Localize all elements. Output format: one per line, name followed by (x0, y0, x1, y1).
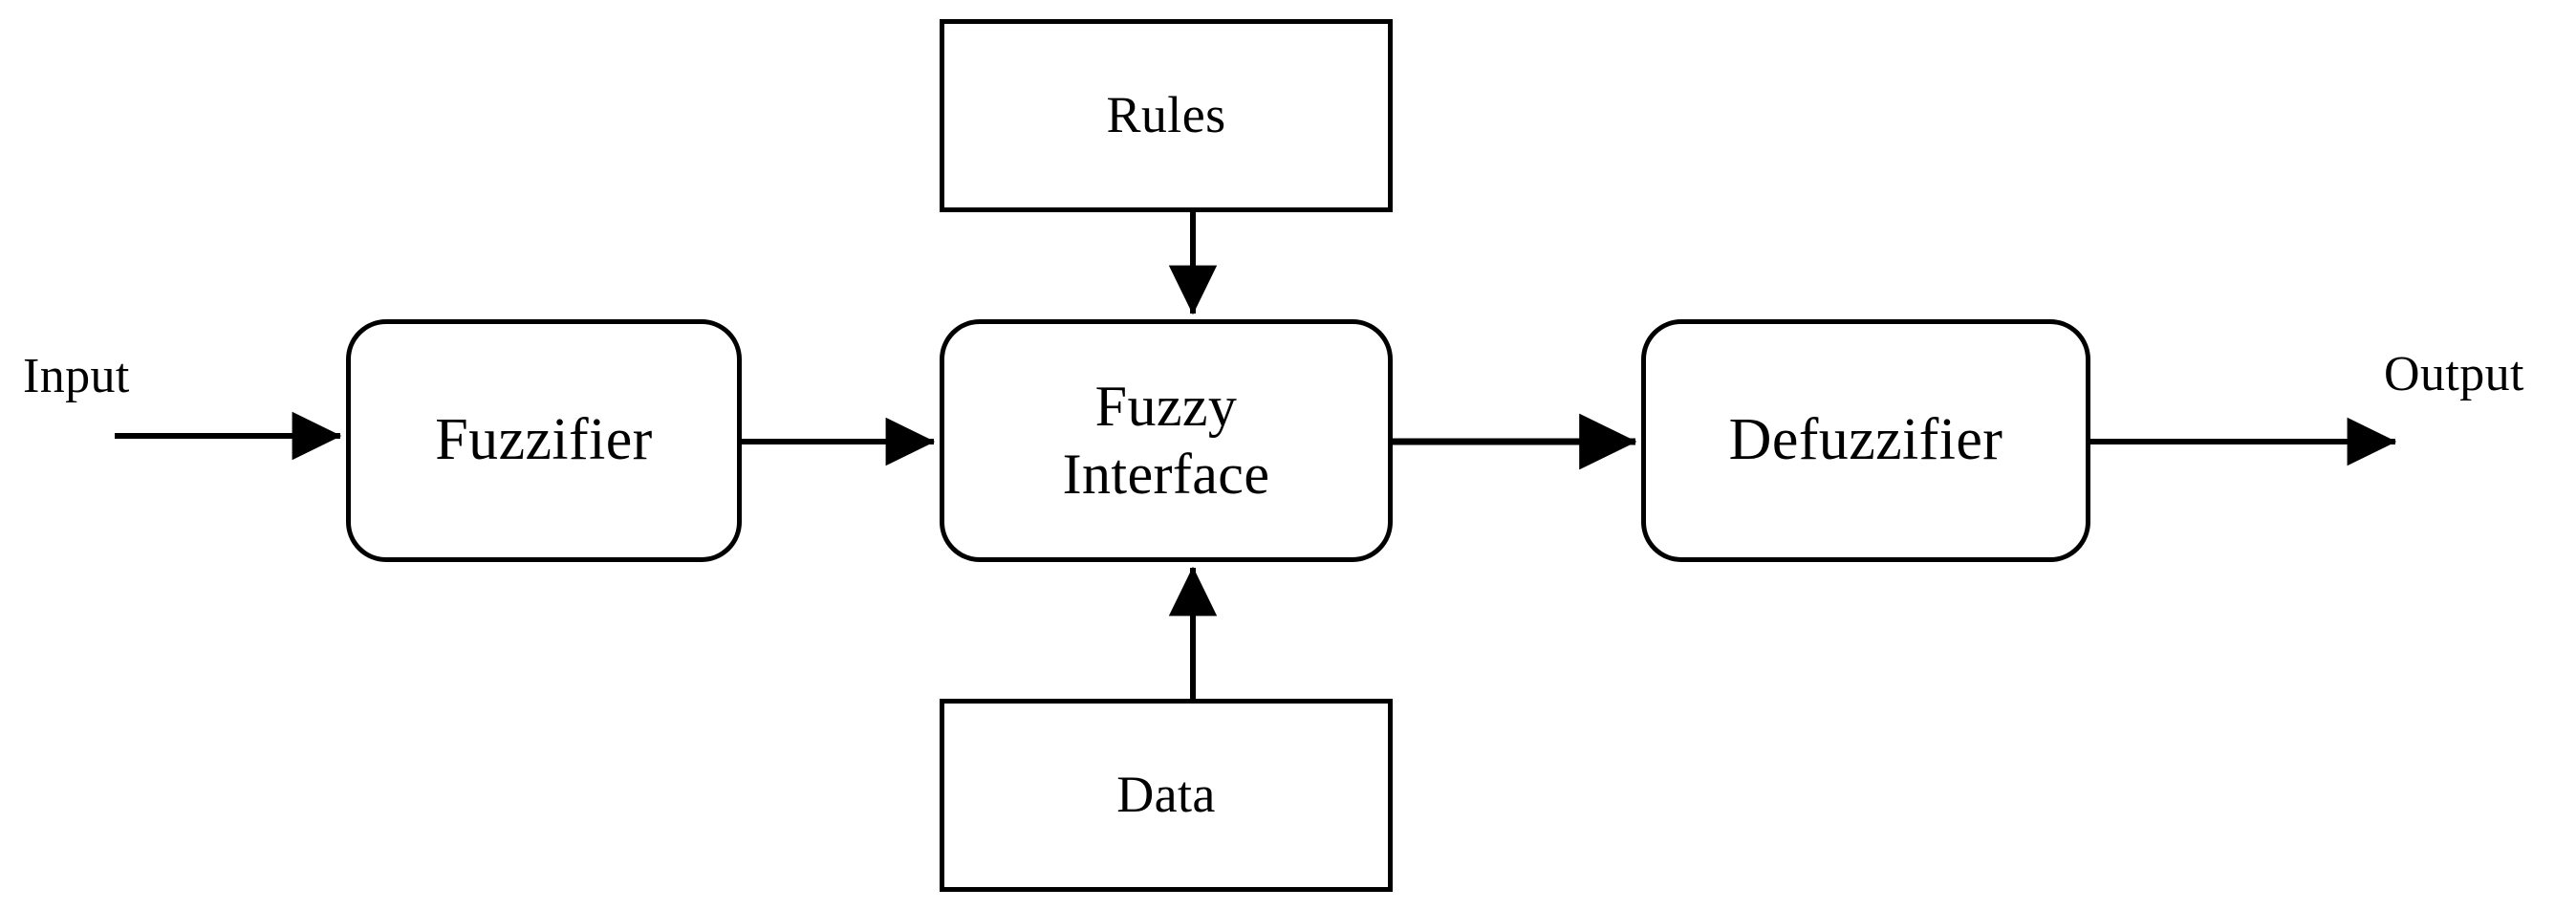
node-fuzzifier[interactable]: Fuzzifier (346, 319, 742, 562)
node-data-label: Data (1116, 766, 1216, 824)
edge-label-output: Output (2384, 347, 2524, 401)
node-rules-label: Rules (1106, 86, 1226, 144)
node-rules[interactable]: Rules (940, 19, 1393, 212)
node-fuzzy-interface[interactable]: Fuzzy Interface (940, 319, 1393, 562)
node-fuzzifier-label: Fuzzifier (435, 407, 653, 473)
node-defuzzifier-label: Defuzzifier (1728, 407, 2003, 473)
node-defuzzifier[interactable]: Defuzzifier (1641, 319, 2090, 562)
node-data[interactable]: Data (940, 699, 1393, 892)
edge-label-input: Input (23, 349, 130, 403)
node-fuzzy-interface-label-line2: Interface (1062, 443, 1270, 506)
node-fuzzy-interface-label-line1: Fuzzy (1094, 375, 1238, 439)
